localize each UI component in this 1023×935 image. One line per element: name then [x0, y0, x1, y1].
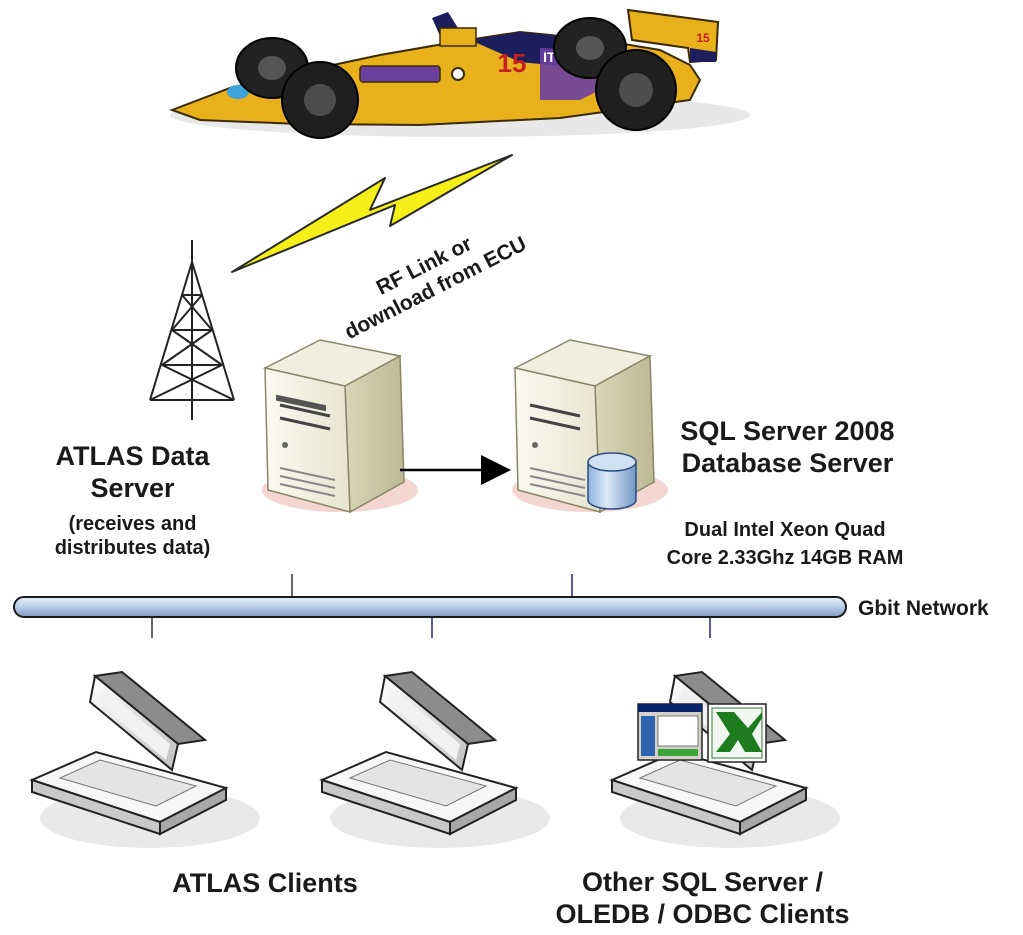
excel-icon — [707, 703, 767, 763]
race-car-icon: 15 15 ITW — [169, 8, 750, 139]
sql-server-spec: Dual Intel Xeon Quad Core 2.33Ghz 14GB R… — [600, 516, 970, 572]
app-window-icon — [637, 703, 703, 761]
other-clients-line-2: OLEDB / ODBC Clients — [555, 898, 850, 929]
svg-text:15: 15 — [696, 31, 710, 45]
laptop-icon — [319, 670, 550, 848]
atlas-server-title: ATLAS Data Server — [20, 440, 245, 505]
sql-server-spec-line-1: Dual Intel Xeon Quad — [684, 519, 886, 541]
atlas-server-subtitle: (receives and distributes data) — [20, 512, 245, 560]
car-wheel — [595, 49, 677, 131]
atlas-server-subtitle-line-2: distributes data) — [54, 537, 211, 559]
svg-text:15: 15 — [498, 48, 527, 78]
server-icon — [262, 339, 418, 514]
atlas-server-subtitle-line-1: (receives and — [68, 513, 197, 535]
lightning-icon — [231, 154, 513, 273]
radio-tower-icon — [149, 240, 235, 420]
atlas-server-title-line-2: Server — [90, 473, 175, 504]
other-clients-line-1: Other SQL Server / — [581, 867, 824, 897]
sql-server-title: SQL Server 2008 Database Server — [650, 415, 925, 480]
atlas-clients-label: ATLAS Clients — [172, 868, 358, 898]
atlas-server-title-line-1: ATLAS Data — [55, 441, 210, 471]
other-clients-label: Other SQL Server / OLEDB / ODBC Clients — [500, 867, 905, 931]
sql-server-title-line-1: SQL Server 2008 — [680, 416, 895, 446]
network-label: Gbit Network — [858, 597, 989, 620]
database-server-icon — [512, 339, 668, 514]
network-bus — [13, 574, 847, 638]
laptop-icon — [29, 670, 260, 848]
sql-server-title-line-2: Database Server — [681, 448, 894, 479]
car-wheel — [281, 61, 359, 139]
database-icon — [587, 452, 637, 510]
sql-server-spec-line-2: Core 2.33Ghz 14GB RAM — [666, 547, 904, 569]
